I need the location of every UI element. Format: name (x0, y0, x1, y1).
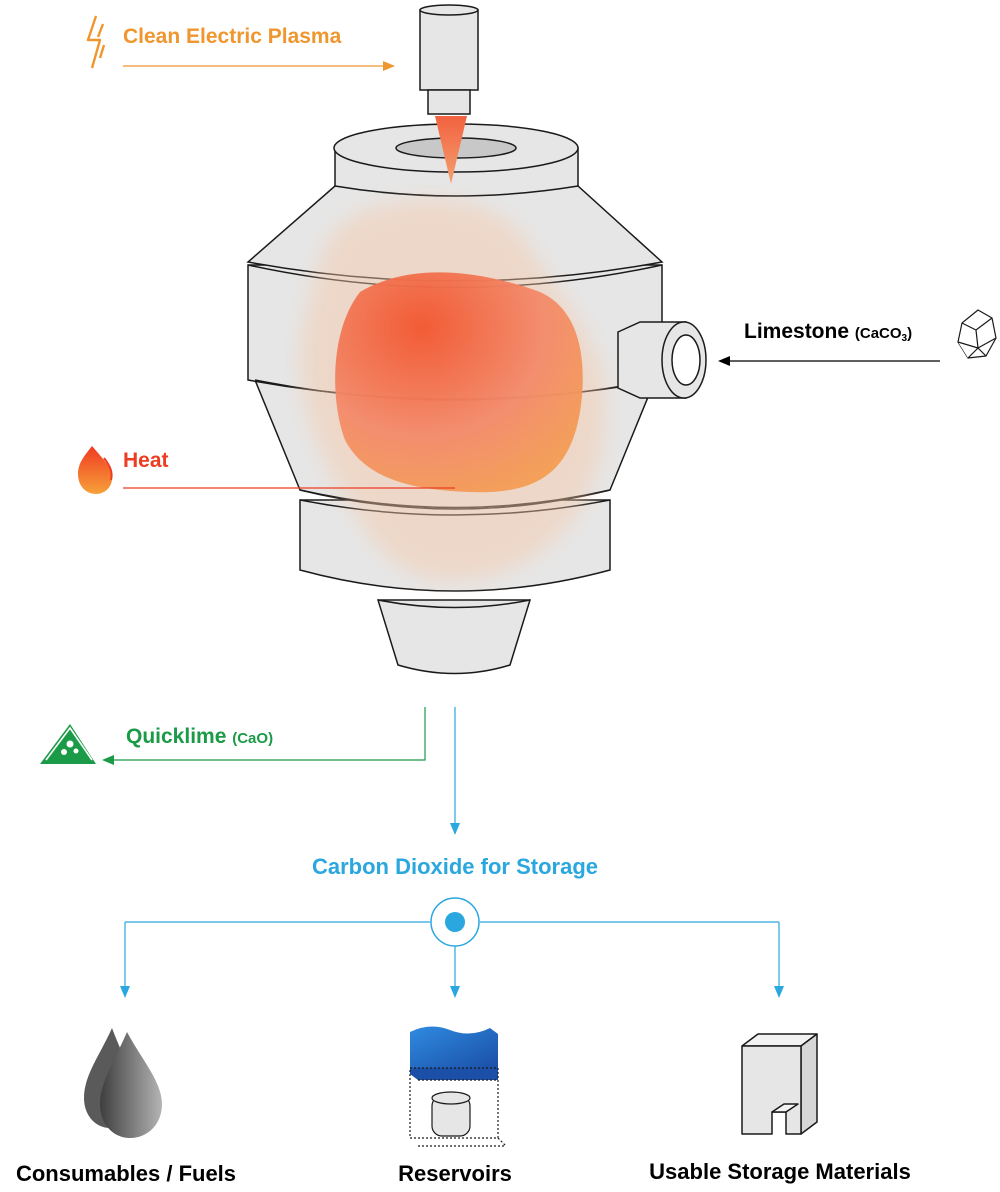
destination-consumables-label: Consumables / Fuels (15, 1161, 237, 1186)
plasma-beam (435, 116, 467, 184)
rock-icon (957, 309, 997, 359)
quicklime-name: Quicklime (126, 725, 227, 748)
limestone-name: Limestone (744, 320, 850, 343)
fuel-drops-icon (84, 1028, 162, 1138)
heat-label: Heat (123, 449, 169, 472)
reservoir-icon (409, 1026, 507, 1147)
plasma-label: Clean Electric Plasma (123, 25, 342, 48)
quicklime-wedge-icon (40, 724, 96, 764)
target-node-icon (430, 897, 480, 947)
storage-block-icon (741, 1033, 818, 1135)
co2-distribution (124, 921, 780, 988)
limestone-feed-port (617, 321, 707, 399)
limestone-label: Limestone (CaCO3) (744, 321, 912, 344)
quicklime-arrow (112, 707, 426, 761)
co2-label: Carbon Dioxide for Storage (311, 854, 599, 879)
quicklime-label: Quicklime (CaO) (126, 726, 273, 747)
destination-reservoirs-label: Reservoirs (398, 1161, 512, 1186)
plasma-torch (419, 4, 479, 115)
lightning-bolt-icon (86, 15, 106, 69)
flame-icon (78, 446, 113, 494)
limestone-formula: (CaCO3) (854, 325, 913, 344)
reactor-bottom-cone (376, 599, 532, 675)
quicklime-formula: (CaO) (232, 730, 274, 747)
heat-plume (300, 199, 606, 581)
destination-storage-materials-label: Usable Storage Materials (649, 1159, 911, 1184)
